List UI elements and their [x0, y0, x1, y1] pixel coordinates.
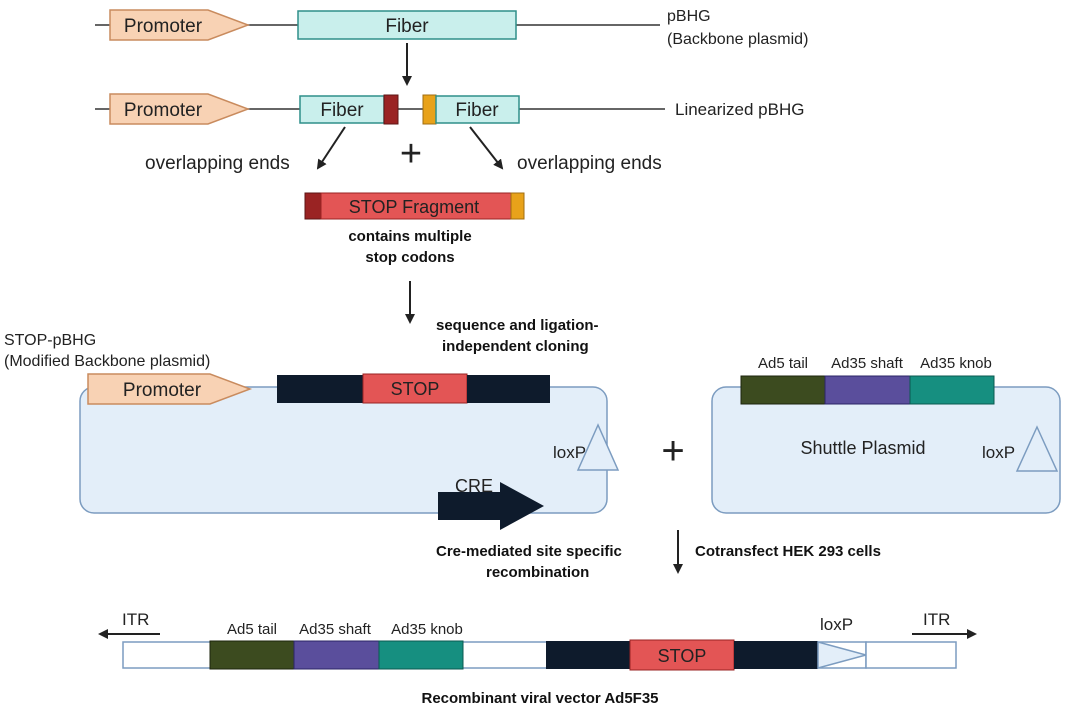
final-ad35-knob-label: Ad35 knob: [391, 621, 463, 638]
promoter-arrow: [109, 9, 251, 41]
fragment-orange-end: [510, 192, 525, 220]
stop-label: STOP: [391, 379, 440, 399]
final-dark-segment-left: [546, 641, 630, 669]
fragment-note-line1: contains multiple: [348, 228, 471, 245]
final-stop-segment: [629, 639, 735, 671]
itr-left-label: ITR: [122, 610, 149, 629]
stop-pbhg-desc: (Modified Backbone plasmid): [4, 353, 210, 370]
fiber-block: [297, 10, 517, 40]
shuttle-loxp-label: loxP: [982, 443, 1015, 462]
itr-right-label: ITR: [923, 610, 950, 629]
fiber-right-label: Fiber: [455, 100, 499, 121]
overlapping-ends-right: overlapping ends: [517, 153, 662, 174]
final-loxp-label: loxP: [820, 615, 853, 634]
plasmid-name: pBHG: [667, 8, 711, 25]
final-ad35-shaft-label: Ad35 shaft: [299, 621, 372, 638]
shuttle-ad5-tail-segment: [740, 375, 826, 405]
final-dark-segment-right: [734, 641, 818, 669]
promoter-label-3: Promoter: [123, 380, 202, 401]
overlapping-ends-left: overlapping ends: [145, 153, 290, 174]
fiber-left-block: [299, 95, 385, 124]
fiber-label: Fiber: [385, 16, 429, 37]
fragment-note-line2: stop codons: [365, 249, 454, 266]
stop-segment: [362, 373, 468, 404]
stop-fragment-label: STOP Fragment: [349, 197, 479, 217]
promoter-arrow-2: [109, 93, 251, 125]
shuttle-loxp-triangle: [1015, 425, 1059, 472]
cre-label: CRE: [455, 476, 493, 496]
recomb-left-line2: recombination: [486, 564, 589, 581]
cloning-line1: sequence and ligation-: [436, 317, 599, 334]
linearized-label: Linearized pBHG: [675, 100, 804, 119]
overlap-arrow-left: [316, 126, 346, 170]
final-ad35-knob-segment: [378, 640, 464, 670]
plus-sign-1: +: [400, 133, 422, 175]
final-ad5-tail-label: Ad5 tail: [227, 621, 277, 638]
dark-segment-right: [467, 375, 550, 403]
shuttle-ad35-shaft-label: Ad35 shaft: [831, 355, 904, 372]
overlap-arrow-right: [469, 126, 504, 170]
final-loxp-triangle: [817, 641, 869, 669]
shuttle-ad35-shaft-segment: [824, 375, 911, 405]
shuttle-ad35-knob-label: Ad35 knob: [920, 355, 992, 372]
final-ad5-tail-segment: [209, 640, 295, 670]
recomb-left-line1: Cre-mediated site specific: [436, 543, 622, 560]
shuttle-ad35-knob-segment: [909, 375, 995, 405]
stop-pbhg-plasmid: [79, 386, 608, 514]
loxp-triangle: [576, 423, 620, 471]
promoter-arrow-3: [87, 373, 253, 405]
final-caption: Recombinant viral vector Ad5F35: [421, 690, 658, 707]
dark-red-overlap-end: [383, 94, 399, 125]
fiber-left-label: Fiber: [320, 100, 364, 121]
loxp-label: loxP: [553, 443, 586, 462]
cloning-line2: independent cloning: [442, 338, 589, 355]
shuttle-label: Shuttle Plasmid: [800, 438, 925, 458]
final-itr-right-block: [865, 641, 957, 669]
fragment-dark-red-end: [304, 192, 322, 220]
stop-pbhg-name: STOP-pBHG: [4, 332, 96, 349]
recomb-right: Cotransfect HEK 293 cells: [695, 543, 881, 560]
dark-segment-left: [277, 375, 363, 403]
plus-sign-2: +: [661, 429, 684, 473]
plasmid-desc: (Backbone plasmid): [667, 31, 808, 48]
promoter-label-2: Promoter: [124, 100, 203, 121]
orange-overlap-end: [422, 94, 437, 125]
cre-arrow: [438, 482, 544, 530]
promoter-label: Promoter: [124, 16, 203, 37]
shuttle-ad5-tail-label: Ad5 tail: [758, 355, 808, 372]
final-ad35-shaft-segment: [293, 640, 380, 670]
fiber-right-block: [435, 95, 520, 124]
final-stop-label: STOP: [658, 646, 707, 666]
